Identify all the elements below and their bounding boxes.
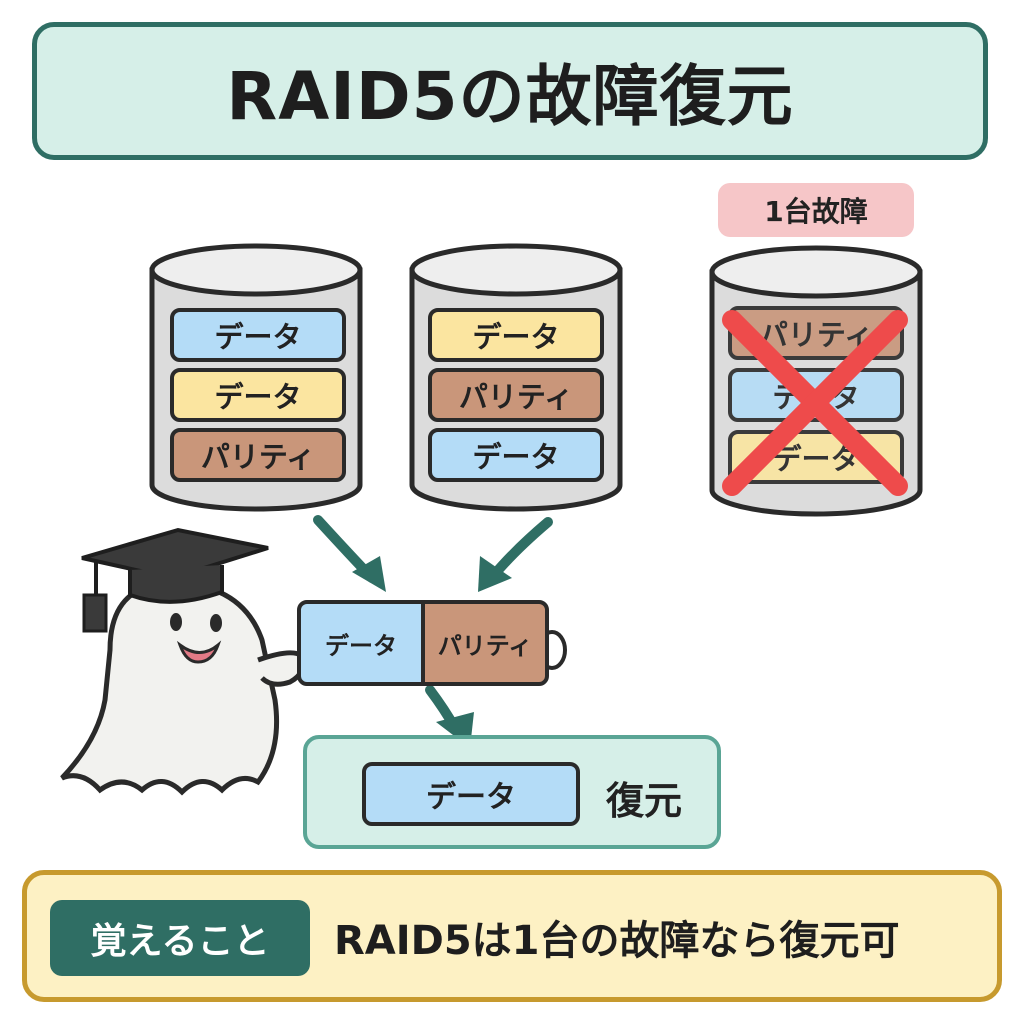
disk2-block-3: データ bbox=[428, 428, 604, 482]
summary-text: RAID5は1台の故障なら復元可 bbox=[334, 918, 900, 964]
disk1-block-1: データ bbox=[170, 308, 346, 362]
arrow-disk2-to-puzzle bbox=[478, 517, 553, 592]
graduation-cap-icon bbox=[81, 527, 269, 633]
restored-data-block: データ bbox=[362, 762, 580, 826]
page-title: RAID5の故障復元 bbox=[226, 58, 794, 135]
failure-badge: 1台故障 bbox=[718, 183, 914, 237]
puzzle-piece-data: データ bbox=[297, 600, 425, 686]
disk1-block-2: データ bbox=[170, 368, 346, 422]
title-banner: RAID5の故障復元 bbox=[32, 22, 988, 160]
arrow-disk1-to-puzzle bbox=[313, 515, 386, 592]
disk2-block-1: データ bbox=[428, 308, 604, 362]
disk2-block-2: パリティ bbox=[428, 368, 604, 422]
summary-tag: 覚えること bbox=[50, 900, 310, 976]
puzzle-piece-parity: パリティ bbox=[421, 600, 549, 686]
restore-label: 復元 bbox=[606, 779, 683, 823]
disk1-block-3: パリティ bbox=[170, 428, 346, 482]
